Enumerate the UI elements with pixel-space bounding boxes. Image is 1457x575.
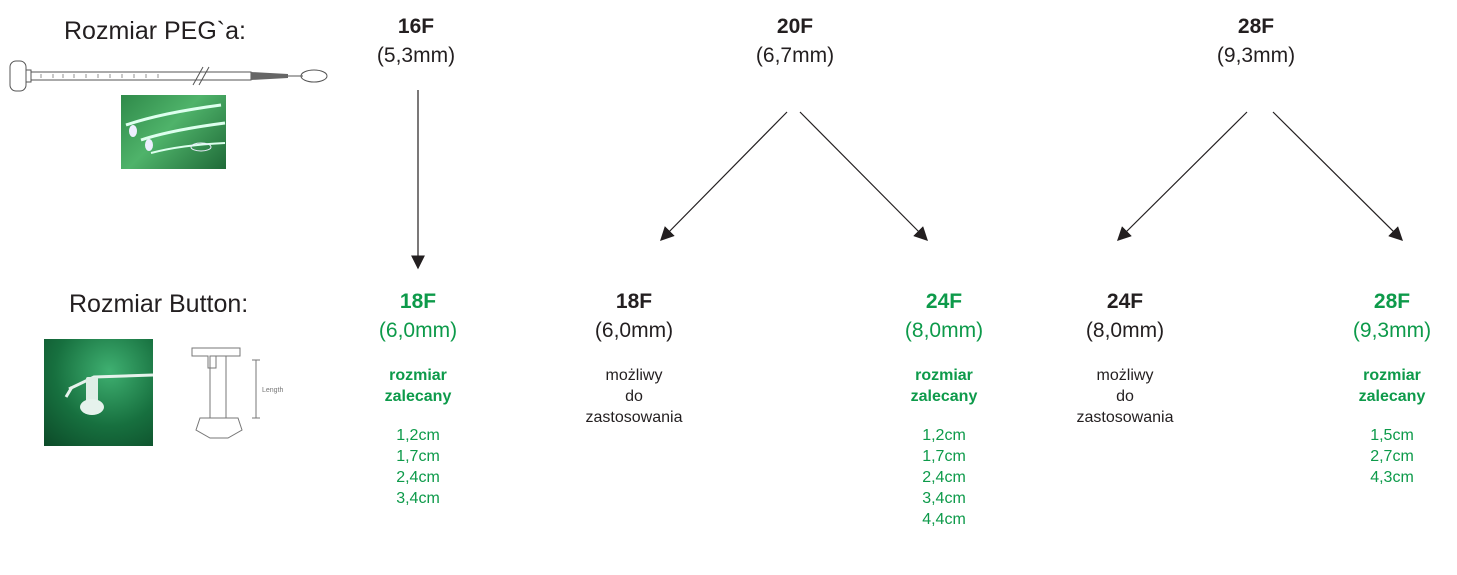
button-size-value: 28F [1373,290,1411,313]
length-item: 3,4cm [922,490,966,507]
peg-size-mm: (9,3mm) [1216,44,1296,67]
button-size-mm: (6,0mm) [594,319,674,342]
button-size-mm: (9,3mm) [1352,319,1432,342]
button-note: możliwy do zastosowania [1076,367,1174,426]
length-item: 4,3cm [1370,469,1414,486]
button-option-28f-recommended: 28F (9,3mm) rozmiar zalecany 1,5cm 2,7cm… [1331,287,1453,488]
length-item: 1,7cm [922,448,966,465]
button-size-mm: (8,0mm) [1085,319,1165,342]
length-item: 1,2cm [396,427,440,444]
length-item: 2,4cm [922,469,966,486]
button-size-value: 24F [925,290,963,313]
length-item: 1,2cm [922,427,966,444]
button-note: możliwy do zastosowania [585,367,683,426]
length-item: 2,4cm [396,469,440,486]
button-size-value: 18F [615,290,653,313]
button-diagram: Length [191,347,284,439]
peg-size-mm: (6,7mm) [755,44,835,67]
button-option-24f-recommended: 24F (8,0mm) rozmiar zalecany 1,2cm 1,7cm… [876,287,1012,530]
arrow-20f-to-18f [660,111,788,241]
length-item: 1,5cm [1370,427,1414,444]
button-note: rozmiar zalecany [1358,367,1426,405]
button-note: rozmiar zalecany [910,367,978,405]
peg-size-mm: (5,3mm) [376,44,456,67]
button-lengths: 1,5cm 2,7cm 4,3cm [1331,425,1453,488]
peg-size-28f: 28F (9,3mm) [1196,12,1316,70]
button-size-label: Rozmiar Button: [69,290,249,318]
length-item: 4,4cm [922,511,966,528]
button-size-value: 24F [1106,290,1144,313]
length-item: 2,7cm [1370,448,1414,465]
button-note: rozmiar zalecany [384,367,452,405]
button-lengths: 1,2cm 1,7cm 2,4cm 3,4cm [350,425,486,509]
length-item: 1,7cm [396,448,440,465]
button-size-mm: (6,0mm) [378,319,458,342]
peg-size-label: Rozmiar PEG`a: [64,17,246,45]
peg-size-value: 20F [776,15,814,38]
peg-size-value: 16F [397,15,435,38]
length-annotation: Length [262,387,284,394]
arrow-28f-to-28f [1272,111,1403,241]
peg-size-16f: 16F (5,3mm) [356,12,476,70]
button-option-24f-possible: 24F (8,0mm) możliwy do zastosowania [1057,287,1193,428]
button-size-mm: (8,0mm) [904,319,984,342]
peg-size-value: 28F [1237,15,1275,38]
arrow-20f-to-24f [799,111,928,241]
peg-tube-drawing [9,60,328,92]
button-size-value: 18F [399,290,437,313]
arrow-28f-to-24f [1117,111,1248,241]
peg-size-20f: 20F (6,7mm) [735,12,855,70]
peg-photo [121,95,226,169]
button-lengths: 1,2cm 1,7cm 2,4cm 3,4cm 4,4cm [876,425,1012,530]
length-item: 3,4cm [396,490,440,507]
button-option-18f-possible: 18F (6,0mm) możliwy do zastosowania [566,287,702,428]
button-option-18f-recommended: 18F (6,0mm) rozmiar zalecany 1,2cm 1,7cm… [350,287,486,509]
button-photo [44,339,153,446]
